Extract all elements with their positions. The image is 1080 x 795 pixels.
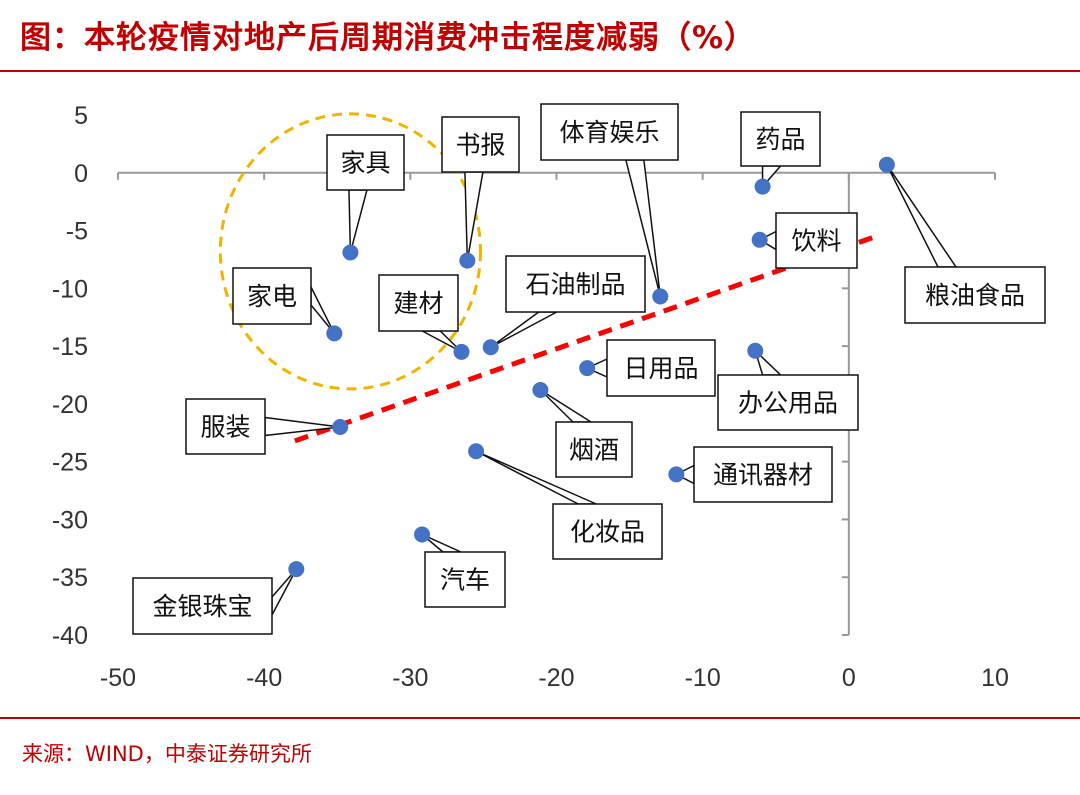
x-tick-label: 10: [981, 664, 1009, 692]
y-tick-label: 0: [74, 160, 88, 188]
x-tick-label: -50: [100, 664, 136, 692]
data-point: [532, 382, 549, 399]
callout-box: [740, 111, 821, 167]
data-point: [326, 325, 343, 342]
y-tick-label: -20: [52, 391, 88, 419]
callout-box: [132, 577, 273, 635]
point-label: 汽车: [440, 566, 490, 595]
point-label: 体育娱乐: [559, 118, 659, 147]
data-point: [459, 252, 476, 269]
callout-box: [693, 446, 833, 503]
point-label: 药品: [755, 125, 805, 154]
data-point: [332, 419, 349, 435]
data-point: [878, 156, 895, 173]
callout-box: [775, 212, 858, 269]
callout-pointer: [490, 311, 558, 348]
y-tick-label: -5: [66, 218, 88, 246]
callout-box: [540, 103, 679, 161]
data-point: [482, 339, 499, 356]
data-point: [579, 360, 596, 377]
x-tick-label: 0: [842, 664, 856, 692]
point-label: 办公用品: [738, 389, 838, 418]
callout-box: [555, 421, 633, 478]
point-label: 饮料: [791, 227, 841, 256]
callout-box: [606, 339, 716, 397]
data-point: [414, 526, 431, 543]
callout-box: [232, 267, 312, 325]
point-label: 日用品: [623, 354, 698, 383]
callout-box: [505, 255, 646, 313]
x-tick-label: -40: [246, 664, 282, 692]
data-point: [747, 342, 764, 359]
point-label: 建材: [393, 289, 443, 318]
point-label: 通讯器材: [713, 461, 813, 490]
highlight-circle: [218, 112, 482, 391]
callout-box: [552, 503, 663, 560]
callout-pointer: [264, 416, 341, 437]
point-label: 烟酒: [569, 436, 619, 465]
trend-line: [294, 232, 881, 444]
point-label: 家电: [247, 282, 297, 311]
point-label: 服装: [200, 413, 250, 442]
y-tick-label: -25: [52, 449, 88, 477]
callout-pointer: [886, 164, 958, 268]
callout-box: [717, 374, 859, 431]
chart-title: 图：本轮疫情对地产后周期消费冲击程度减弱（%）: [20, 20, 757, 56]
data-point: [288, 561, 305, 578]
point-label: 化妆品: [570, 518, 645, 547]
point-label: 金银珠宝: [152, 592, 252, 621]
data-point: [453, 343, 470, 360]
x-tick-label: -30: [392, 664, 428, 692]
data-point: [342, 244, 359, 261]
data-point: [754, 178, 771, 195]
data-point: [751, 231, 768, 248]
callout-box: [424, 551, 506, 608]
footer-divider: [0, 717, 1080, 719]
point-label: 家具: [340, 149, 390, 178]
callout-box: [326, 134, 405, 191]
source-note: 来源：WIND，中泰证券研究所: [22, 742, 312, 766]
data-point: [668, 466, 685, 483]
data-point: [652, 288, 669, 305]
callout-pointer: [539, 389, 594, 423]
y-tick-label: -35: [52, 564, 88, 592]
data-point: [468, 443, 485, 460]
x-tick-label: -20: [538, 664, 574, 692]
point-label: 石油制品: [525, 270, 625, 299]
y-tick-label: -40: [52, 622, 88, 650]
x-tick-label: -10: [685, 664, 721, 692]
title-divider: [0, 70, 1080, 72]
callout-box: [185, 398, 266, 455]
callout-box: [378, 274, 459, 332]
y-tick-label: -30: [52, 506, 88, 534]
callout-box: [904, 266, 1046, 324]
callout-box: [441, 116, 520, 173]
callout-pointer: [348, 189, 368, 253]
y-tick-label: 5: [74, 102, 88, 130]
point-label: 粮油食品: [925, 281, 1025, 310]
y-tick-label: -10: [52, 275, 88, 303]
point-label: 书报: [455, 131, 505, 160]
y-tick-label: -15: [52, 333, 88, 361]
